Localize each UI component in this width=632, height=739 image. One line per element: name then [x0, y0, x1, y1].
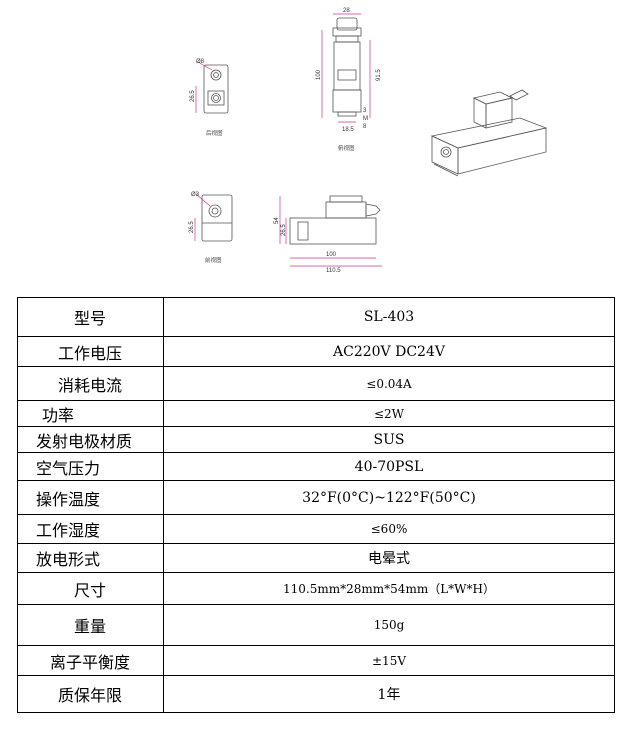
- side-view-drawing: 28 100 91.5 18.5 3 M 8 俯视图: [316, 8, 382, 152]
- side-dim-small-3: 8: [363, 124, 367, 130]
- spec-key-model: 型号: [17, 297, 164, 337]
- elev-dim-inner: 26.5: [281, 224, 287, 236]
- front-view-caption: 前视图: [205, 256, 222, 264]
- elevation-view-drawing: 54 26.5 100 110.5: [274, 195, 382, 274]
- spec-value-humidity: ≤60%: [163, 514, 615, 544]
- spec-key-power: 功率: [17, 400, 164, 427]
- elev-dim-total: 110.5: [326, 268, 341, 274]
- spec-value-air-pressure: 40-70PSL: [163, 452, 615, 481]
- side-view-caption: 俯视图: [338, 144, 355, 152]
- technical-drawings: Ø8 26.5 后视图 Ø3 26.5 前视图 28 100 91.5 18.5…: [189, 8, 548, 274]
- spec-value-power: ≤2W: [163, 400, 615, 427]
- side-dim-left: 100: [316, 69, 322, 80]
- spec-value-electrode: SUS: [163, 426, 615, 453]
- spec-value-discharge: 电晕式: [163, 543, 615, 573]
- table-row: 发射电极材质 SUS: [17, 426, 615, 453]
- table-row: 工作湿度 ≤60%: [17, 514, 615, 544]
- table-row: 重量 150g: [17, 604, 615, 646]
- table-row: 质保年限 1年: [17, 675, 615, 713]
- spec-key-voltage: 工作电压: [17, 336, 164, 367]
- spec-key-electrode: 发射电极材质: [17, 426, 164, 453]
- spec-value-current: ≤0.04A: [163, 366, 615, 401]
- table-row: 操作温度 32°F(0°C)~122°F(50°C): [17, 480, 615, 515]
- spec-value-size: 110.5mm*28mm*54mm（L*W*H）: [163, 572, 615, 605]
- side-dim-right: 91.5: [376, 69, 382, 81]
- table-row: 尺寸 110.5mm*28mm*54mm（L*W*H）: [17, 572, 615, 605]
- spec-key-discharge: 放电形式: [17, 543, 164, 573]
- side-dim-top: 28: [343, 8, 350, 14]
- spec-key-air-pressure: 空气压力: [17, 452, 164, 481]
- table-row: 消耗电流 ≤0.04A: [17, 366, 615, 401]
- rear-view-drawing: Ø8 26.5 后视图: [190, 59, 229, 137]
- spec-table: 型号 SL-403 工作电压 AC220V DC24V 消耗电流 ≤0.04A …: [17, 297, 615, 713]
- spec-key-op-temp: 操作温度: [17, 480, 164, 515]
- front-dim-side: 26.5: [189, 221, 195, 233]
- side-dim-bottom: 18.5: [342, 127, 354, 133]
- spec-value-voltage: AC220V DC24V: [163, 336, 615, 367]
- spec-key-ion-balance: 离子平衡度: [17, 645, 164, 676]
- spec-value-weight: 150g: [163, 604, 615, 646]
- table-row: 工作电压 AC220V DC24V: [17, 336, 615, 367]
- table-row: 离子平衡度 ±15V: [17, 645, 615, 676]
- table-row: 型号 SL-403: [17, 297, 615, 337]
- front-dim-top: Ø3: [191, 192, 200, 198]
- spec-value-warranty: 1年: [163, 675, 615, 713]
- rear-view-caption: 后视图: [206, 129, 223, 137]
- spec-key-humidity: 工作湿度: [17, 514, 164, 544]
- spec-key-size: 尺寸: [17, 572, 164, 605]
- spec-key-weight: 重量: [17, 604, 164, 646]
- elev-dim-len: 100: [326, 252, 337, 258]
- spec-key-warranty: 质保年限: [17, 675, 164, 713]
- table-row: 功率 ≤2W: [17, 400, 615, 427]
- table-row: 空气压力 40-70PSL: [17, 452, 615, 481]
- front-view-drawing: Ø3 26.5 前视图: [189, 192, 233, 264]
- spec-value-ion-balance: ±15V: [163, 645, 615, 676]
- spec-value-model: SL-403: [163, 297, 615, 337]
- spec-value-op-temp: 32°F(0°C)~122°F(50°C): [163, 480, 615, 515]
- spec-key-current: 消耗电流: [17, 366, 164, 401]
- table-row: 放电形式 电晕式: [17, 543, 615, 573]
- side-dim-small-2: M: [363, 116, 368, 122]
- side-dim-small-1: 3: [363, 108, 367, 114]
- isometric-drawing: [430, 89, 548, 177]
- rear-dim-side: 26.5: [190, 90, 196, 102]
- elev-dim-height: 54: [274, 217, 280, 224]
- rear-dim-top: Ø8: [196, 59, 205, 65]
